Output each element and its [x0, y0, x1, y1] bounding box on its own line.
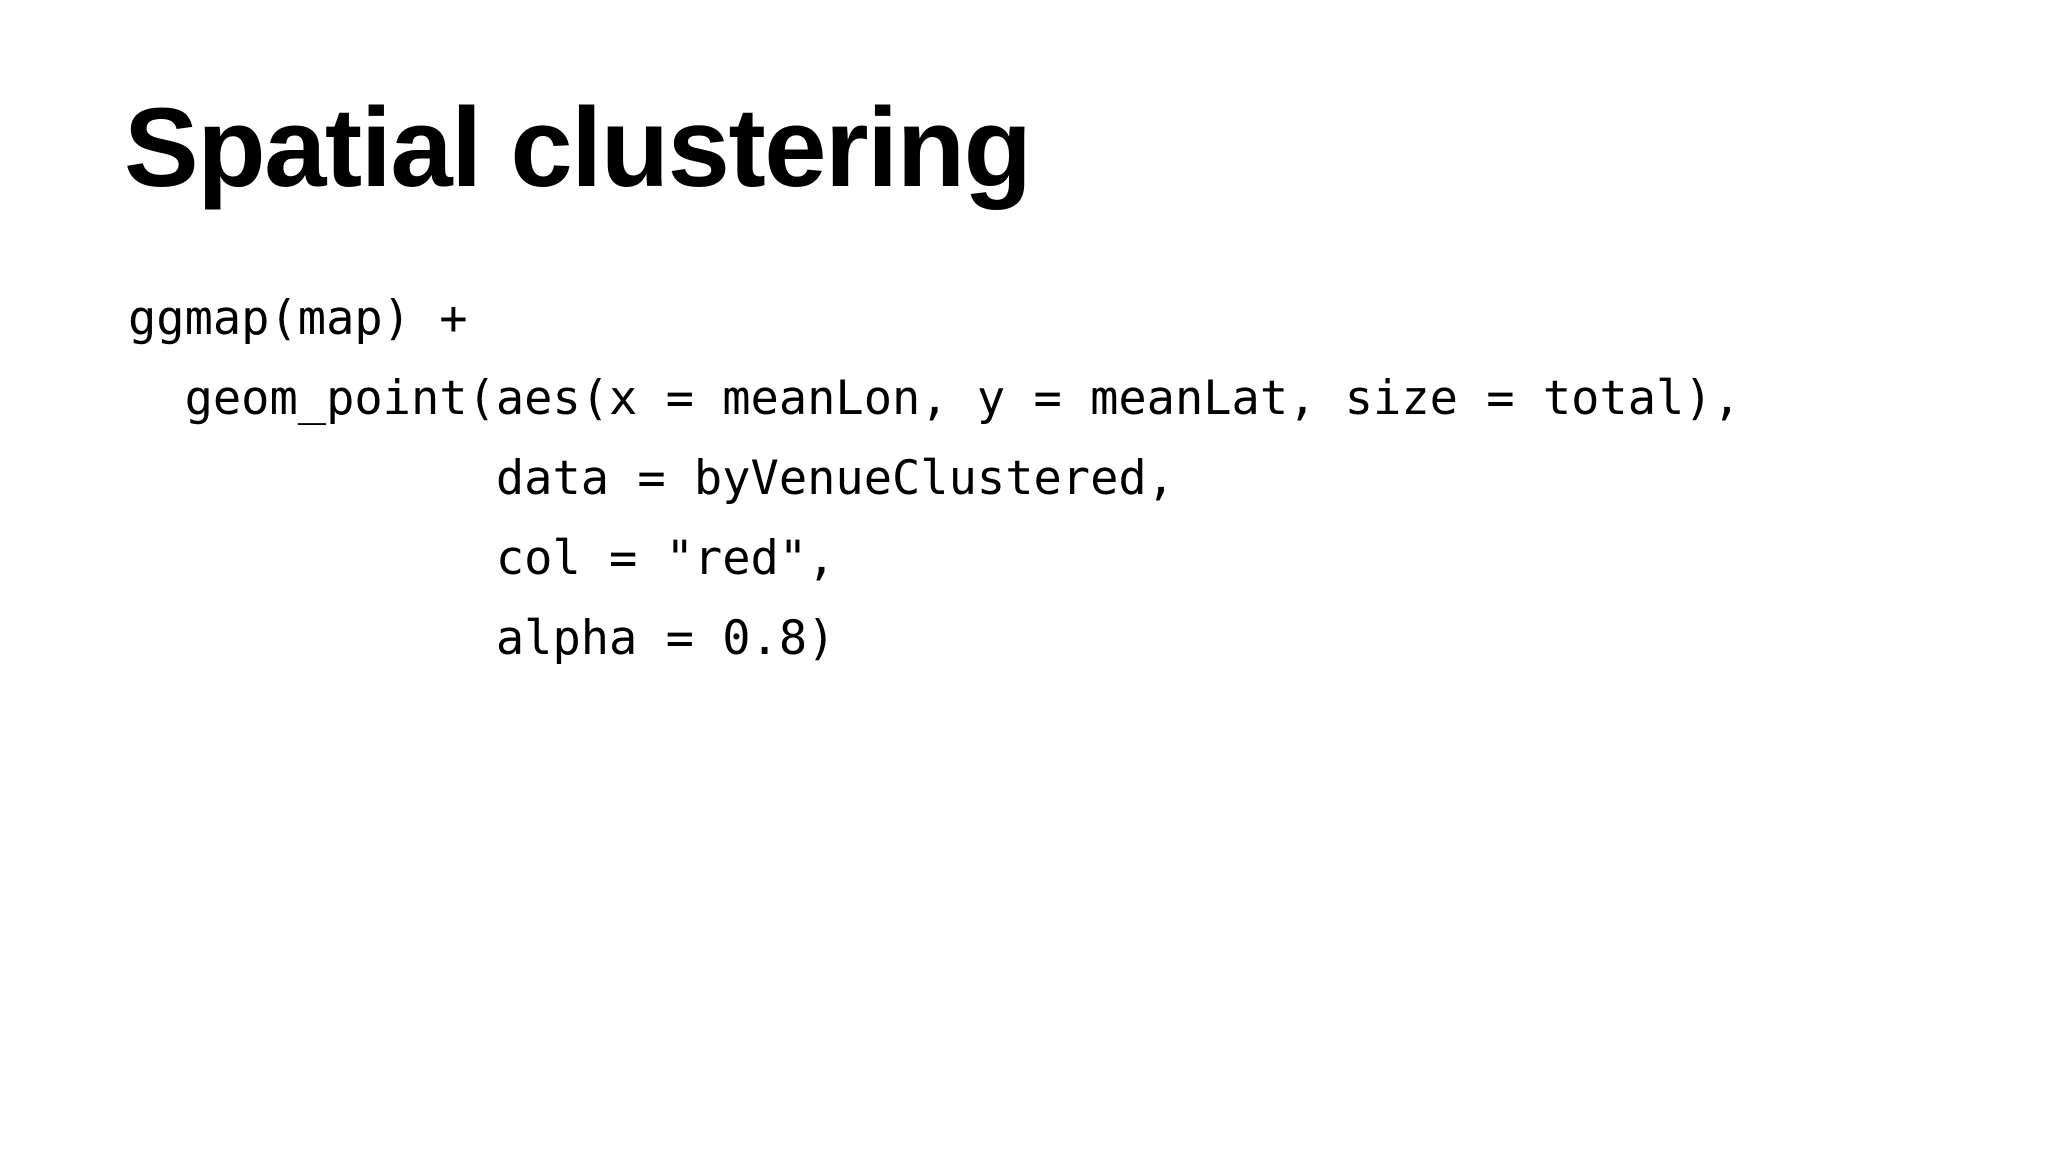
code-block: ggmap(map) + geom_point(aes(x = meanLon,…: [128, 279, 1741, 679]
code-line: col = "red",: [128, 531, 836, 586]
code-line: ggmap(map) +: [128, 291, 468, 346]
code-line: data = byVenueClustered,: [128, 451, 1175, 506]
code-line: alpha = 0.8): [128, 611, 836, 666]
page-title: Spatial clustering: [124, 85, 1032, 210]
code-content: ggmap(map) + geom_point(aes(x = meanLon,…: [128, 279, 1741, 679]
code-line: geom_point(aes(x = meanLon, y = meanLat,…: [128, 371, 1741, 426]
